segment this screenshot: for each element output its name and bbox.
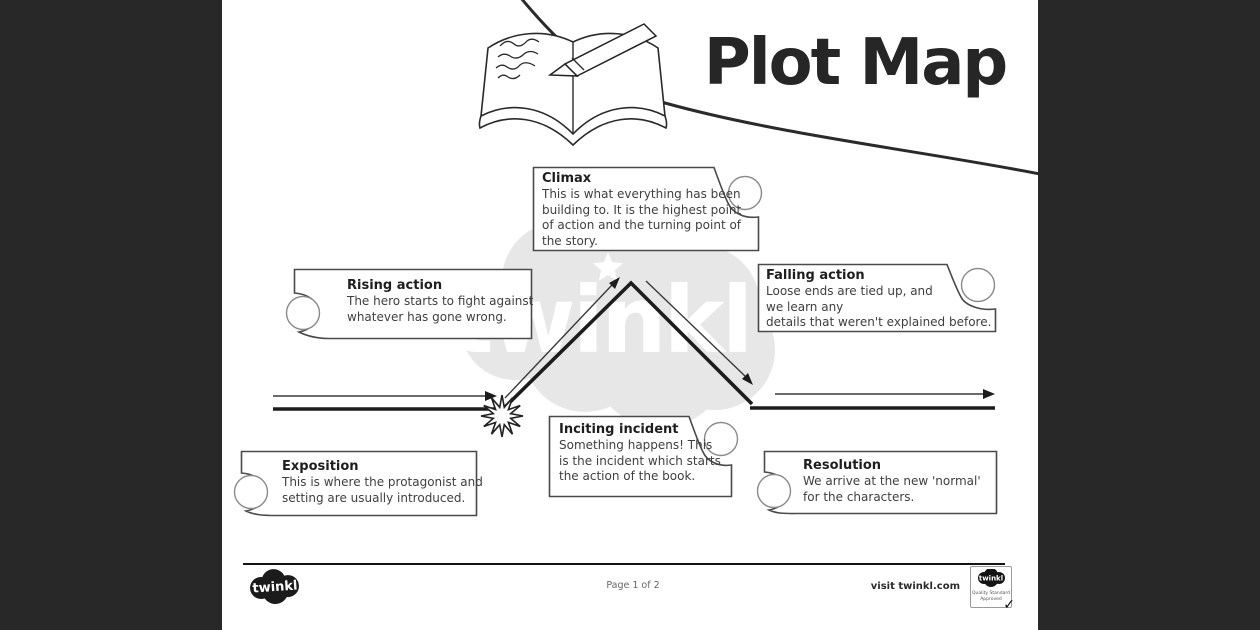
visit-link[interactable]: visit twinkl.com (870, 581, 960, 592)
badge-check-icon: ✓ (1003, 597, 1015, 613)
badge-logo: twinkl (978, 568, 1005, 587)
twinkl-logo-text: twinkl (252, 578, 298, 596)
viewer-left-bar (0, 0, 222, 630)
exposition-box: Exposition This is where the protagonist… (233, 450, 483, 517)
climax-text: This is what everything has been buildin… (542, 187, 742, 248)
resolution-title: Resolution (803, 458, 882, 473)
falling-action-box: Falling action Loose ends are tied up, a… (757, 263, 997, 333)
watermark-star-icon (592, 252, 624, 281)
starburst-icon (480, 394, 524, 438)
rising-action-box: Rising action The hero starts to fight a… (285, 268, 534, 340)
page-number: Page 1 of 2 (606, 580, 660, 591)
quality-badge: twinkl Quality Standard Approved ✓ (970, 566, 1015, 613)
exposition-title: Exposition (282, 459, 359, 474)
footer-divider (243, 563, 1005, 565)
falling-action-title: Falling action (766, 268, 865, 283)
viewer-right-bar (1038, 0, 1260, 630)
climax-box: Climax This is what everything has been … (532, 166, 763, 252)
badge-line-1: Quality Standard (972, 591, 1010, 596)
inciting-incident-text: Something happens! This is the incident … (559, 438, 721, 483)
twinkl-logo: twinkl (250, 569, 299, 604)
climax-title: Climax (542, 171, 592, 186)
inciting-incident-title: Inciting incident (559, 422, 679, 437)
rising-action-text: The hero starts to fight against whateve… (347, 294, 534, 324)
falling-arrow (645, 280, 747, 378)
inciting-incident-box: Inciting incident Something happens! Thi… (548, 415, 739, 498)
pen-icon (547, 23, 658, 77)
falling-notch-circle (960, 267, 996, 303)
resolution-text: We arrive at the new 'normal' for the ch… (803, 474, 981, 504)
rising-action-title: Rising action (347, 278, 443, 293)
page-title: Plot Map (703, 26, 1008, 100)
book-and-pen-icon (478, 23, 668, 147)
resolution-box: Resolution We arrive at the new 'normal'… (756, 450, 998, 515)
rising-arrow (504, 284, 613, 399)
climax-notch-circle (727, 175, 763, 211)
story-mountain (498, 280, 754, 414)
exposition-notch-circle (233, 474, 269, 510)
badge-logo-text: twinkl (979, 575, 1003, 583)
rising-notch-circle (285, 295, 321, 331)
falling-action-text: Loose ends are tied up, and we learn any… (766, 284, 992, 329)
badge-line-2: Approved (980, 596, 1002, 602)
inciting-notch-circle (703, 421, 739, 457)
resolution-notch-circle (756, 473, 792, 509)
exposition-text: This is where the protagonist and settin… (282, 475, 483, 505)
